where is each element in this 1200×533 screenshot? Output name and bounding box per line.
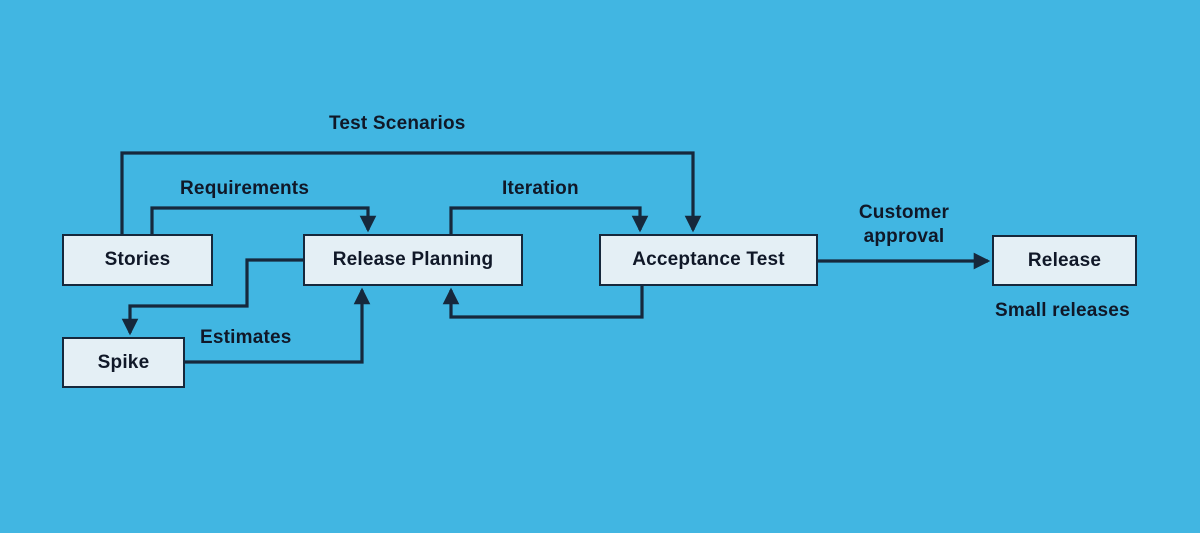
edge-requirements-path <box>150 206 377 234</box>
edge-test-scenarios-path <box>120 151 702 234</box>
node-spike[interactable]: Spike <box>62 337 185 388</box>
node-release-planning[interactable]: Release Planning <box>303 234 523 286</box>
edge-label-estimates: Estimates <box>200 327 292 348</box>
edge-label-iteration: Iteration <box>502 178 579 199</box>
node-release-label: Release <box>1027 249 1102 271</box>
edge-label-requirements: Requirements <box>180 178 310 199</box>
node-stories[interactable]: Stories <box>62 234 213 286</box>
edge-label-customer-approval: Customer approval <box>852 201 956 250</box>
edge-label-test-scenarios: Test Scenarios <box>329 113 466 134</box>
edge-label-customer-approval-line1: Customer <box>858 202 950 223</box>
annotation-small-releases: Small releases <box>995 300 1130 321</box>
edge-iteration-path <box>449 206 649 234</box>
node-acceptance-test-label: Acceptance Test <box>632 249 785 270</box>
edge-estimates-path <box>185 287 371 364</box>
node-release[interactable]: Release <box>992 235 1137 286</box>
edge-acceptance-feedback-path <box>442 286 644 319</box>
edge-spike-request-path <box>121 258 303 336</box>
edge-label-customer-approval-line2: approval <box>863 226 945 248</box>
node-release-planning-label: Release Planning <box>332 249 494 270</box>
node-acceptance-test[interactable]: Acceptance Test <box>599 234 818 286</box>
node-stories-label: Stories <box>104 249 171 270</box>
node-spike-label: Spike <box>97 351 150 373</box>
